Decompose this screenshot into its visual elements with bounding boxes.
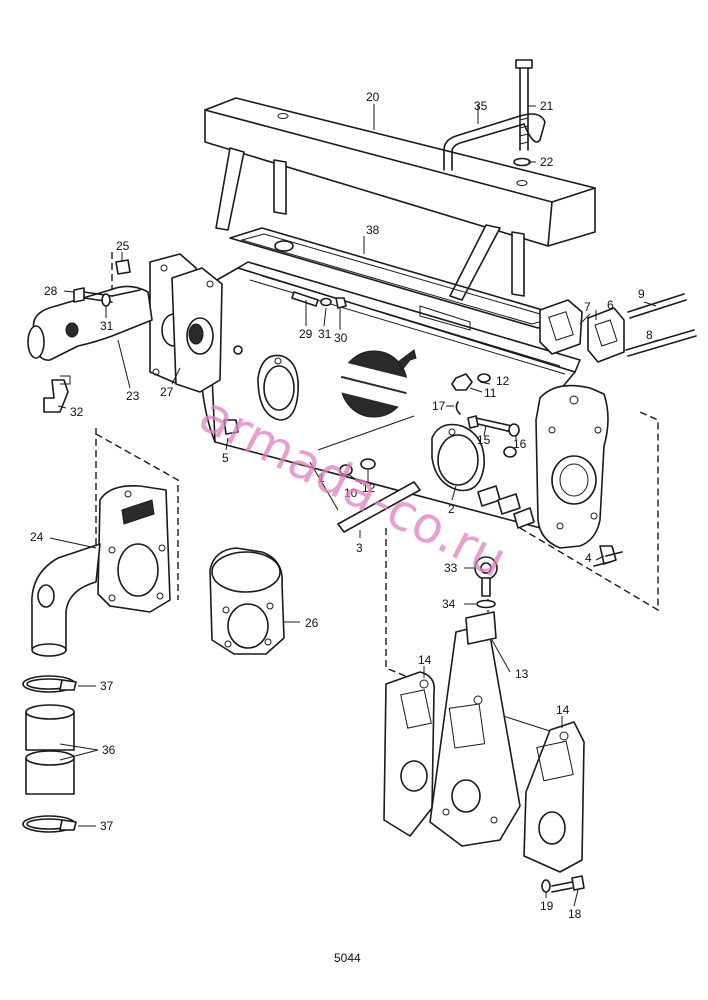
label-part-31-b: 31 xyxy=(318,327,332,341)
label-part-13: 13 xyxy=(515,667,529,681)
part-gaskets-studs-right xyxy=(539,293,697,363)
label-part-37-b: 37 xyxy=(100,819,114,833)
part-anode-bracket xyxy=(383,556,585,893)
label-part-9: 9 xyxy=(638,287,645,301)
part-flange-26 xyxy=(209,547,285,655)
label-part-35: 35 xyxy=(474,99,488,113)
label-part-5: 5 xyxy=(222,451,229,465)
part-hoses-clamps xyxy=(22,675,77,833)
label-part-8: 8 xyxy=(646,328,653,342)
label-part-21: 21 xyxy=(540,99,554,113)
label-part-14-b: 14 xyxy=(556,703,570,717)
label-part-4: 4 xyxy=(585,551,592,565)
part-labels: 1 2 3 4 5 6 7 8 9 10 11 12 12 13 14 14 1… xyxy=(30,90,653,921)
part-left-flange xyxy=(27,253,223,413)
label-part-6: 6 xyxy=(607,298,614,312)
label-part-24: 24 xyxy=(30,530,44,544)
label-part-37-a: 37 xyxy=(100,679,114,693)
part-fasteners-right xyxy=(339,373,520,476)
label-part-3: 3 xyxy=(356,541,363,555)
leader-lines xyxy=(49,104,659,907)
volvo-penta-logo: VOLVO PENTA xyxy=(333,349,417,418)
label-part-1: 1 xyxy=(318,471,325,485)
label-part-32: 32 xyxy=(70,405,84,419)
label-part-10: 10 xyxy=(344,486,358,500)
label-part-19: 19 xyxy=(540,899,554,913)
label-part-16: 16 xyxy=(513,437,527,451)
label-part-23: 23 xyxy=(126,389,140,403)
label-part-38: 38 xyxy=(366,223,380,237)
label-part-22: 22 xyxy=(540,155,554,169)
label-part-27: 27 xyxy=(160,385,174,399)
label-part-20: 20 xyxy=(366,90,380,104)
part-studs-top xyxy=(291,291,347,309)
label-part-14-a: 14 xyxy=(418,653,432,667)
label-part-12-b: 12 xyxy=(362,481,376,495)
label-part-31-a: 31 xyxy=(100,319,114,333)
label-part-15: 15 xyxy=(477,433,491,447)
label-part-18: 18 xyxy=(568,907,582,921)
label-part-12-a: 12 xyxy=(496,374,510,388)
part-rod-nut-cock xyxy=(223,419,623,567)
label-part-30: 30 xyxy=(334,331,348,345)
label-part-33: 33 xyxy=(444,561,458,575)
label-part-29: 29 xyxy=(299,327,313,341)
part-cover xyxy=(204,97,596,301)
label-part-17: 17 xyxy=(432,399,446,413)
label-part-28: 28 xyxy=(44,284,58,298)
label-part-26: 26 xyxy=(305,616,319,630)
figure-number: 5044 xyxy=(334,951,361,965)
label-part-11: 11 xyxy=(484,386,497,400)
label-part-7: 7 xyxy=(584,300,591,314)
part-outlet-elbow xyxy=(31,484,171,657)
label-part-2: 2 xyxy=(448,502,455,516)
label-part-36: 36 xyxy=(102,743,116,757)
label-part-25: 25 xyxy=(116,239,130,253)
label-part-34: 34 xyxy=(442,597,456,611)
